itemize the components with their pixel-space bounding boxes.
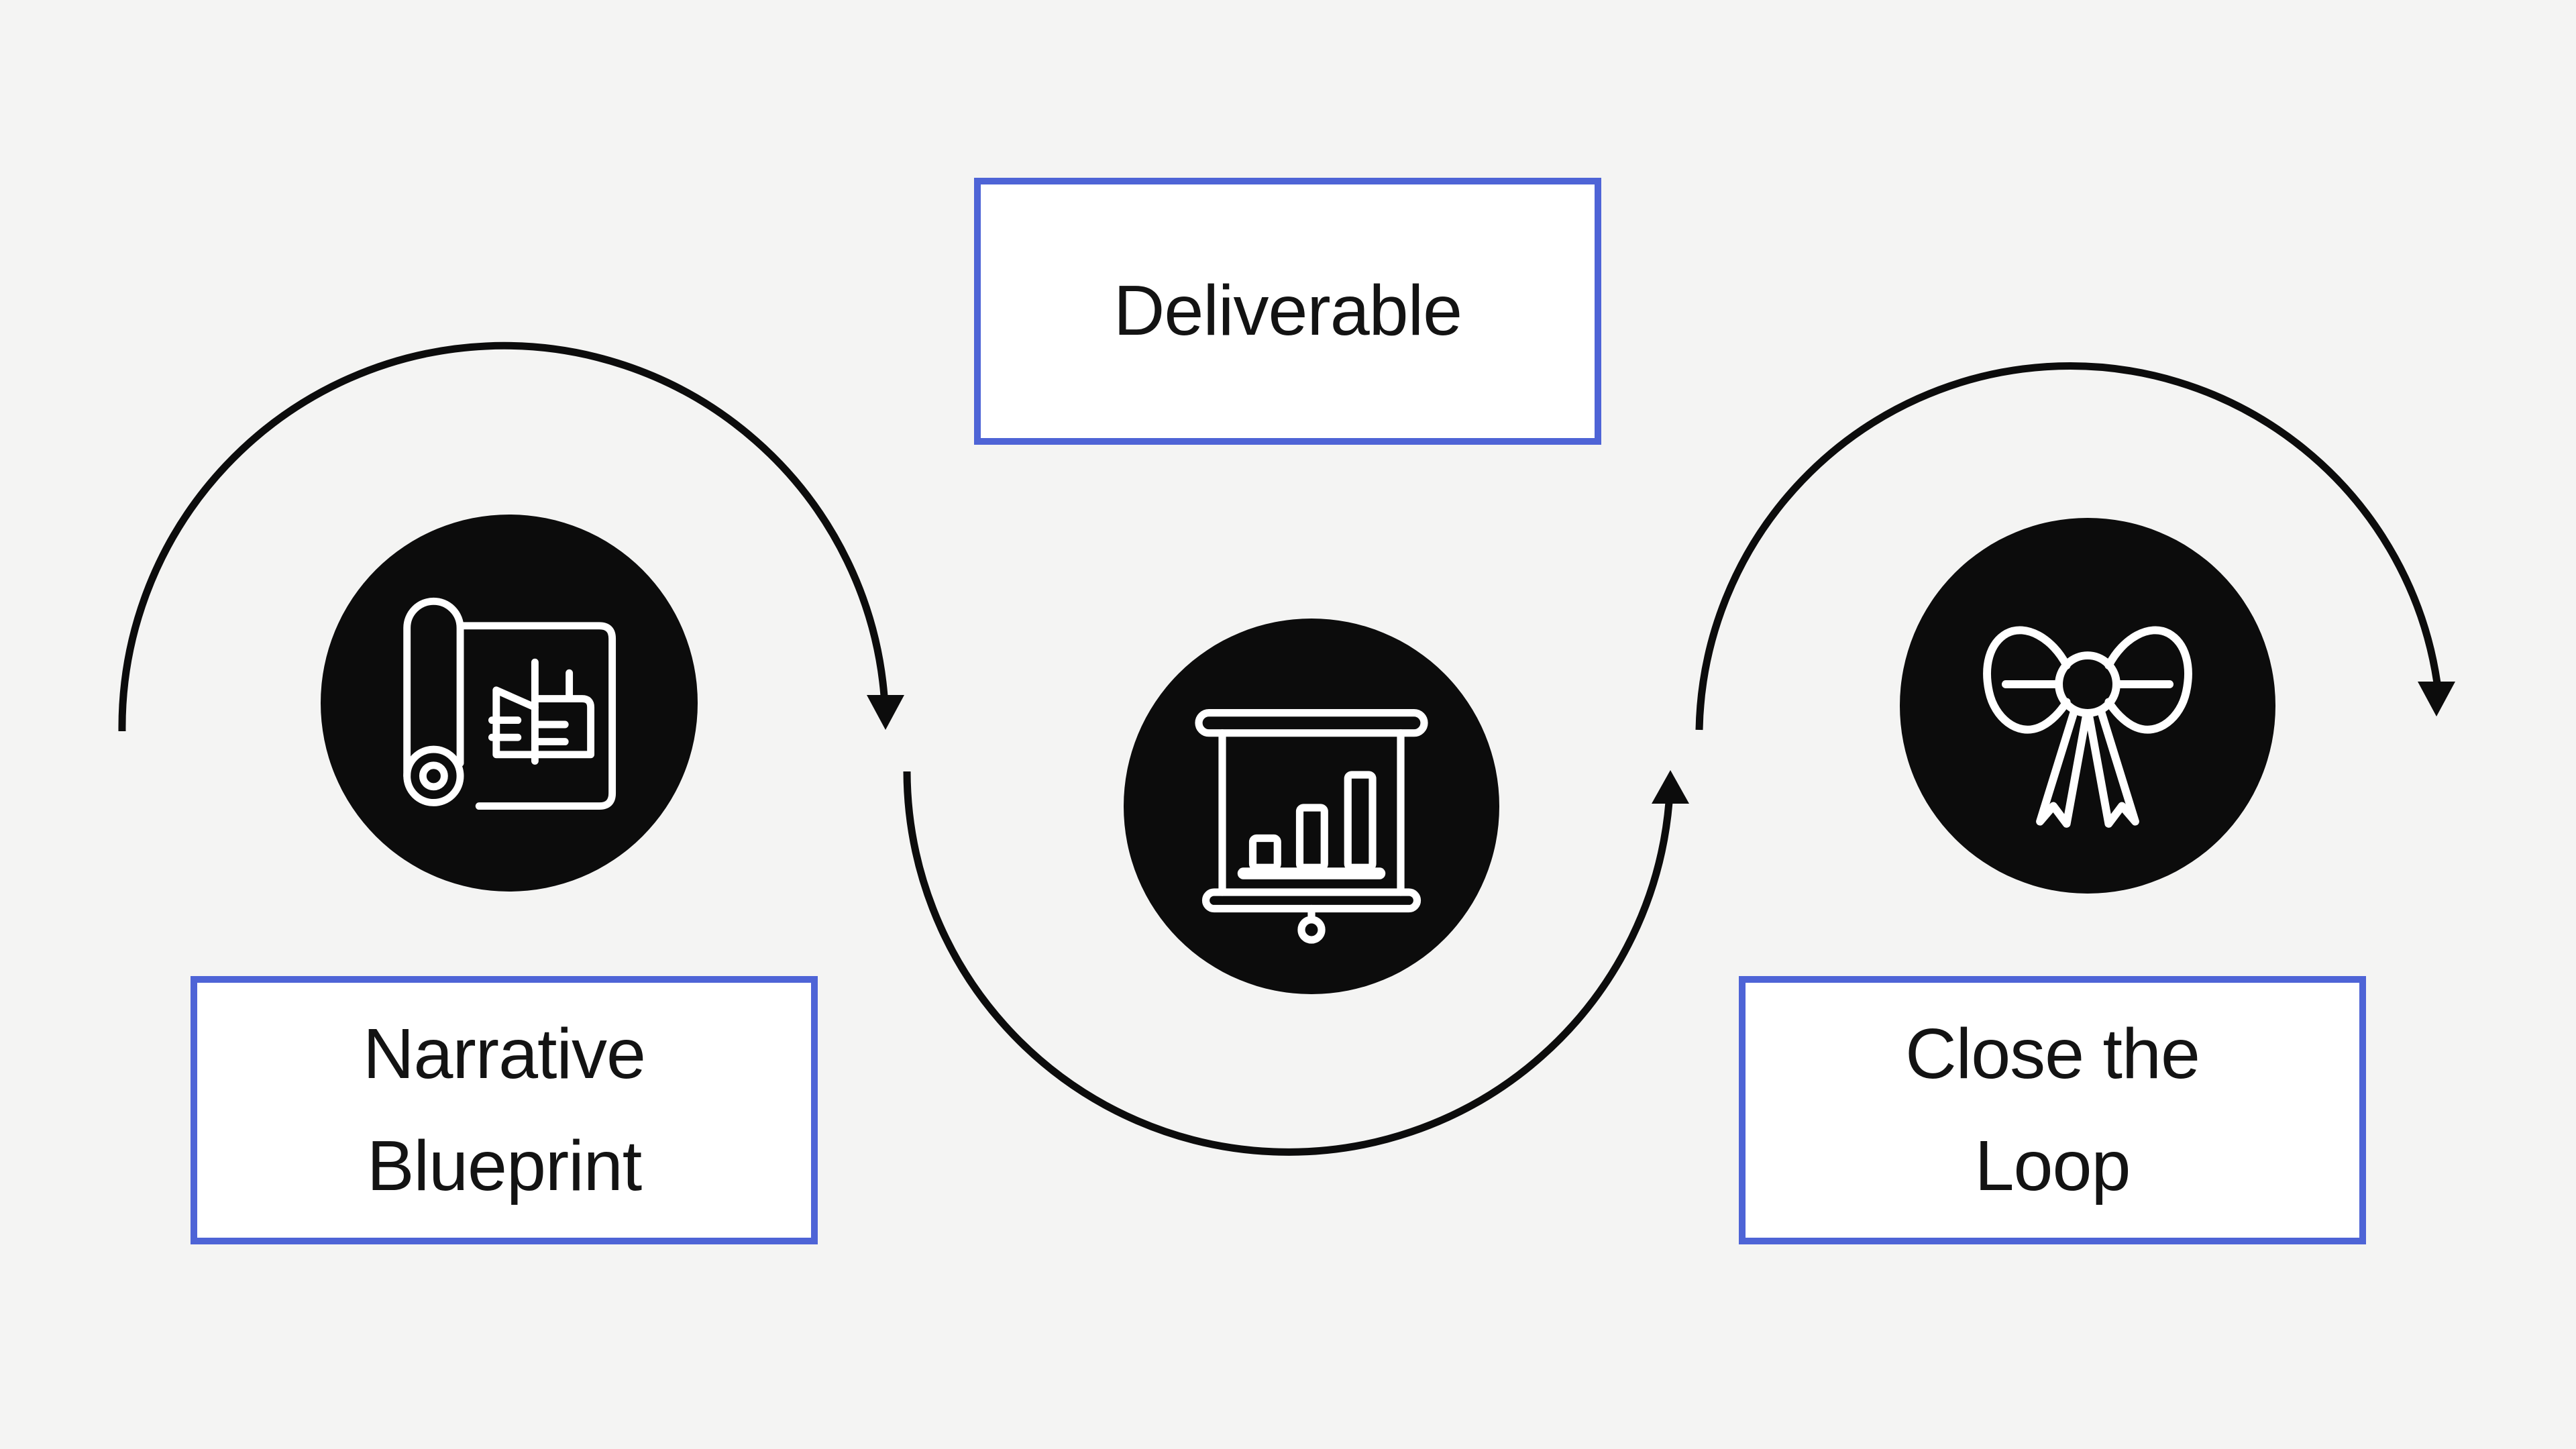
connector-arc-3 xyxy=(1695,362,2455,731)
connector-arc-1 xyxy=(118,341,904,732)
node-close-the-loop xyxy=(1900,518,2275,894)
bow-ribbon-icon xyxy=(1983,626,2192,828)
blueprint-roll-icon xyxy=(403,597,616,810)
label-box-close-the-loop: Close the Loop xyxy=(1739,976,2366,1244)
arrowhead-down-1 xyxy=(867,695,904,730)
connector-arc-2 xyxy=(903,770,1689,1156)
node-deliverable xyxy=(1124,619,1499,994)
step-label-narrative-blueprint: Narrative Blueprint xyxy=(362,1014,646,1205)
arrowhead-down-2 xyxy=(2418,682,2455,716)
label-box-narrative-blueprint: Narrative Blueprint xyxy=(191,976,818,1244)
step-label-close-the-loop: Close the Loop xyxy=(1905,1014,2200,1205)
node-narrative-blueprint xyxy=(321,515,698,892)
step-label-deliverable: Deliverable xyxy=(1113,271,1462,351)
presentation-chart-icon xyxy=(1195,709,1428,944)
label-box-deliverable: Deliverable xyxy=(974,178,1601,445)
arrowhead-up xyxy=(1652,770,1689,804)
